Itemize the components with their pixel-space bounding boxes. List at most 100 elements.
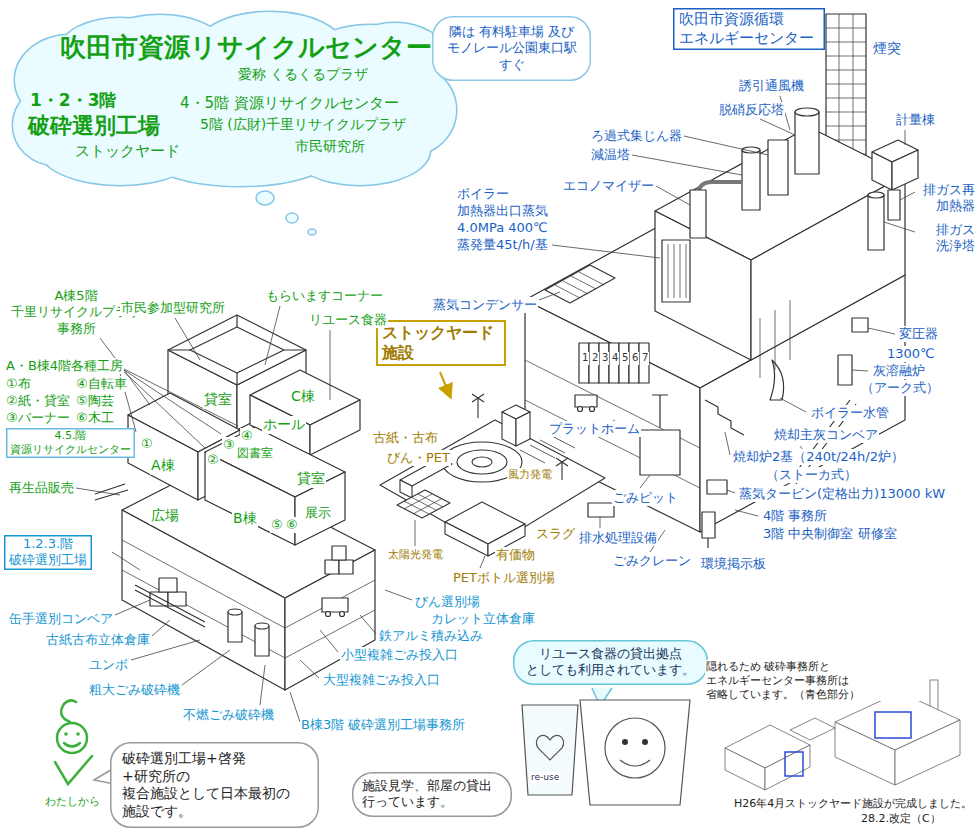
label-text: 計量棟 bbox=[895, 112, 936, 128]
speech-bubble: 隣は 有料駐車場 及び モノレール公園東口駅 すぐ bbox=[432, 16, 591, 81]
label-text: ろ過式集じん器 bbox=[590, 128, 683, 144]
label-text: ごみピット bbox=[612, 490, 679, 506]
label-text: 展示 bbox=[304, 505, 332, 521]
label-text: 4階 事務所 bbox=[762, 508, 828, 524]
box-outline bbox=[111, 743, 319, 828]
label-text: 減温塔 bbox=[590, 147, 631, 163]
label-text: 風力発電 bbox=[507, 468, 553, 482]
box-outline bbox=[674, 9, 825, 50]
label-text: ⑥木工 bbox=[75, 410, 115, 426]
label-text: ②紙・貸室 bbox=[5, 393, 71, 409]
box-outline bbox=[433, 17, 591, 81]
node-text: 破砕選別工場+啓発+研究所の 複合施設として日本最初の 施設です。 bbox=[122, 750, 307, 820]
label-text: ④自転車 bbox=[75, 376, 128, 392]
label-text: 28.2.改定（C） bbox=[860, 812, 942, 826]
label-text: 古紙・古布 bbox=[372, 430, 439, 446]
label-text: エコノマイザー bbox=[562, 178, 655, 194]
label-text: 6 bbox=[631, 352, 639, 365]
label-text: （ストーカ式） bbox=[765, 467, 858, 483]
label-text: 5 bbox=[621, 352, 629, 365]
node-text: ストックヤード bbox=[75, 142, 180, 161]
label-text: 焼却炉2基（240t/24h/2炉） bbox=[732, 449, 905, 465]
speech-bubble: 施設見学、部屋の貸出 行っています。 bbox=[352, 772, 512, 817]
label-text: ⑤ bbox=[270, 517, 284, 533]
label-text: re-use bbox=[530, 772, 560, 783]
label-text: ④ bbox=[240, 428, 254, 444]
label-text: カレット立体倉庫 bbox=[430, 611, 536, 627]
label-text: C棟 bbox=[290, 388, 316, 406]
label-text: 市民参加型研究所 bbox=[120, 300, 226, 316]
cloud-fill bbox=[13, 12, 456, 186]
facility-box: ストックヤード 施設 bbox=[376, 320, 506, 366]
box-outline bbox=[377, 321, 505, 365]
label-text: 蒸発量45t/h/基 bbox=[456, 237, 549, 253]
label-text: 蒸気コンデンサー bbox=[432, 297, 538, 313]
floor-box: 4.5.階資源リサイクルセンター bbox=[6, 428, 135, 458]
node-text: ストックヤード 施設 bbox=[382, 323, 500, 363]
label-text: 変圧器 bbox=[898, 326, 939, 342]
label-text: 誘引通風機 bbox=[738, 78, 805, 94]
node-text: 4・5階 資源リサイクルセンター bbox=[180, 94, 399, 113]
label-text: ① bbox=[140, 436, 154, 452]
label-text: 蒸気タービン(定格出力)13000 kW bbox=[738, 486, 946, 502]
label-text: 小型複雑ごみ投入口 bbox=[340, 647, 459, 663]
label-text: 灰溶融炉 bbox=[872, 363, 926, 379]
label-text: 貸室 bbox=[296, 470, 326, 488]
label-text: リユース食器 bbox=[308, 312, 388, 328]
speech-bubble: 破砕選別工場+啓発+研究所の 複合施設として日本最初の 施設です。 bbox=[110, 742, 319, 828]
title-text: 吹田市資源リサイクルセンター bbox=[60, 32, 432, 63]
label-text: スラグ bbox=[535, 526, 576, 542]
label-text: （アーク式） bbox=[860, 380, 940, 396]
label-text: A・B棟4階各種工房 bbox=[5, 358, 124, 374]
box-outline bbox=[353, 773, 512, 817]
node-text: 隣は 有料駐車場 及び モノレール公園東口駅 すぐ bbox=[444, 24, 579, 73]
label-text: びん・PET bbox=[386, 450, 451, 466]
label-text: 1300℃ bbox=[886, 346, 936, 362]
label-text: 有価物 bbox=[495, 547, 536, 563]
node-text: 4.5.階 bbox=[10, 429, 131, 443]
cloud-outline bbox=[13, 12, 456, 186]
label-text: 環境掲示板 bbox=[700, 556, 767, 572]
floor-box: 1.2.3.階破砕選別工場 bbox=[4, 535, 92, 570]
node-text: 愛称 くるくるプラザ bbox=[238, 66, 368, 84]
label-text: びん選別場 bbox=[414, 594, 481, 610]
label-text: ホール bbox=[262, 416, 306, 434]
label-text: PETボトル選別場 bbox=[452, 570, 556, 586]
label-text: 貸室 bbox=[203, 391, 233, 409]
node-text: 1・2・3階 bbox=[30, 90, 117, 111]
label-text: H26年4月ストックヤード施設が完成しました。 bbox=[733, 797, 973, 811]
label-text: わたしから bbox=[44, 795, 101, 809]
label-text: もらいますコーナー bbox=[265, 288, 384, 304]
label-text: 4 bbox=[611, 352, 619, 365]
node-text: 施設見学、部屋の貸出 行っています。 bbox=[362, 778, 502, 811]
label-text: A棟 bbox=[150, 457, 176, 475]
node-text: 5階 (広財)千里リサイクルプラザ bbox=[200, 116, 406, 134]
label-text: 鉄アルミ積み込み bbox=[378, 628, 484, 644]
label-text: 隠れるため 破砕事務所と エネルギーセンター事務所は 省略しています。（青色部分… bbox=[705, 660, 922, 701]
label-text: プラットホーム bbox=[548, 421, 641, 437]
label-text: 2 bbox=[591, 352, 599, 365]
label-text: 大型複雑ごみ投入口 bbox=[322, 672, 441, 688]
label-text: 7 bbox=[641, 352, 649, 365]
box-outline bbox=[5, 536, 92, 570]
label-text: B棟 bbox=[232, 510, 258, 528]
box-outline bbox=[514, 641, 708, 685]
node-text: 市民研究所 bbox=[295, 138, 365, 156]
label-text: 排ガス 洗浄塔 bbox=[918, 222, 976, 255]
label-text: ユンボ bbox=[88, 657, 129, 673]
node-text: リユース食器の貸出拠点 としても利用されています。 bbox=[523, 646, 698, 679]
label-text: 缶手選別コンベア bbox=[8, 611, 114, 627]
label-text: ③バーナー bbox=[5, 410, 71, 426]
label-text: ボイラー bbox=[456, 186, 510, 202]
label-text: 太陽光発電 bbox=[387, 548, 444, 562]
label-text: 脱硝反応塔 bbox=[718, 102, 785, 118]
label-text: 焼却主灰コンベア bbox=[773, 427, 879, 443]
label-text: 再生品販売 bbox=[8, 480, 75, 496]
node-text: 吹田市資源循環 エネルギーセンター bbox=[679, 10, 819, 48]
node-text: 1.2.3.階 bbox=[9, 536, 87, 552]
label-text: 煙突 bbox=[872, 40, 902, 58]
label-text: 図書室 bbox=[236, 446, 274, 461]
box-outline bbox=[7, 429, 135, 458]
label-text: 3階 中央制御室 研修室 bbox=[762, 526, 898, 542]
